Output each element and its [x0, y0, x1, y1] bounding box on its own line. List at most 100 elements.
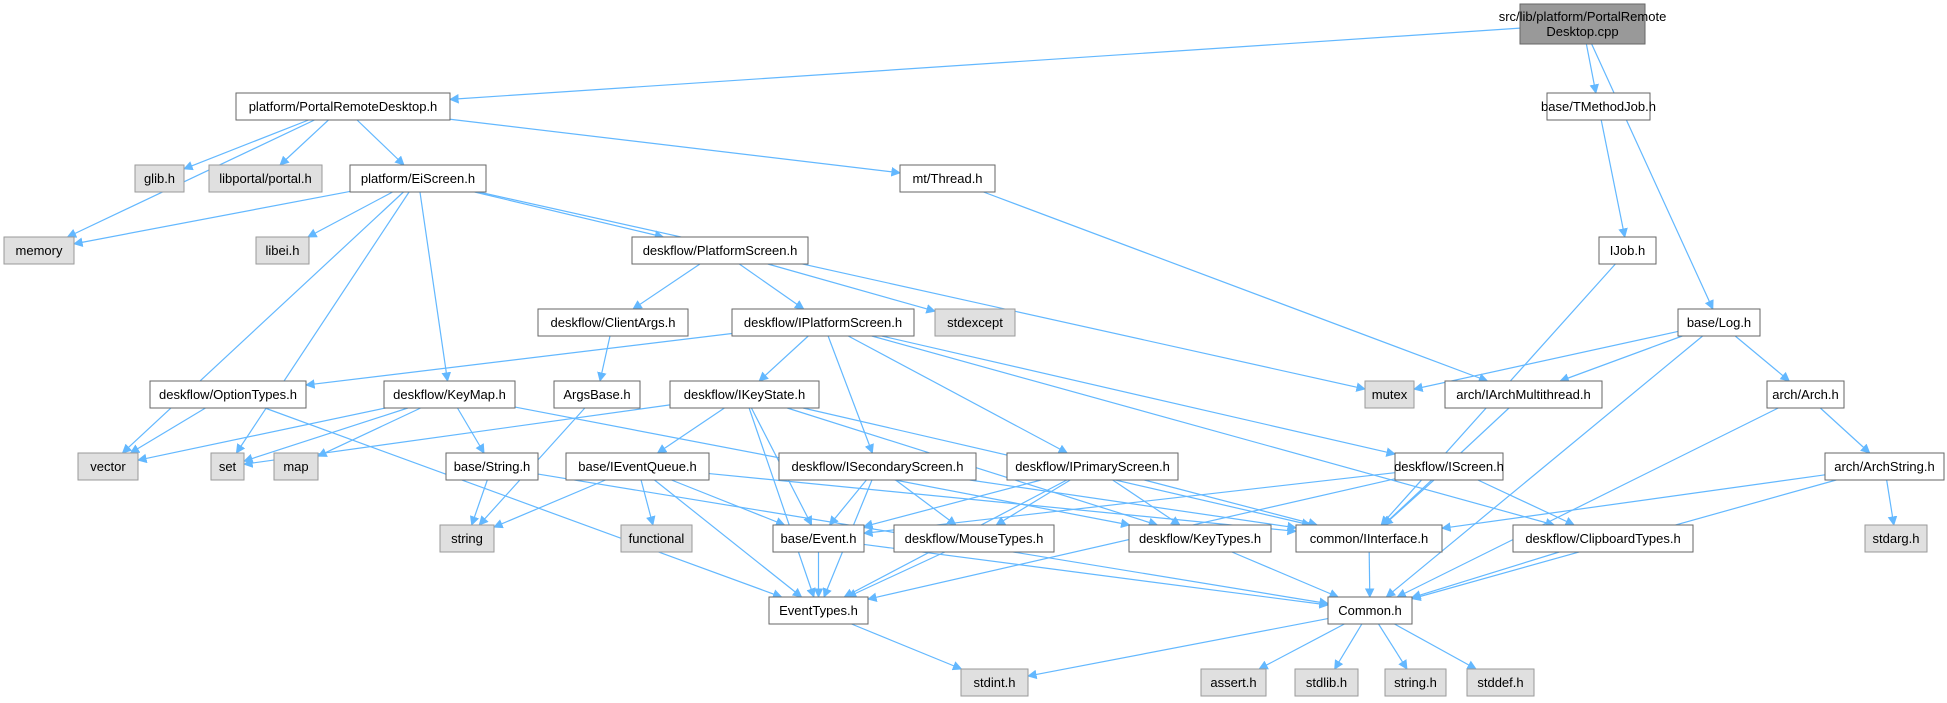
edge-prd-to-thread — [449, 118, 901, 177]
node-label: stdexcept — [947, 315, 1003, 330]
node-cliptypes[interactable]: deskflow/ClipboardTypes.h — [1512, 524, 1694, 553]
node-stdexcept[interactable]: stdexcept — [934, 308, 1016, 337]
node-libei[interactable]: libei.h — [255, 236, 310, 265]
edge-ieq-to-event — [671, 479, 786, 527]
edge-ipscreen-to-opttypes — [305, 332, 733, 389]
node-iprim[interactable]: deskflow/IPrimaryScreen.h — [1006, 452, 1179, 481]
node-ikeystate[interactable]: deskflow/IKeyState.h — [669, 380, 820, 409]
node-stdlib[interactable]: stdlib.h — [1294, 668, 1359, 697]
node-evtypes[interactable]: EventTypes.h — [768, 596, 869, 625]
node-arch[interactable]: arch/Arch.h — [1766, 380, 1845, 409]
node-mutex[interactable]: mutex — [1364, 380, 1415, 409]
node-label: map — [283, 459, 308, 474]
node-ijob[interactable]: IJob.h — [1598, 236, 1657, 265]
node-common[interactable]: Common.h — [1327, 596, 1413, 625]
node-portal[interactable]: libportal/portal.h — [208, 164, 323, 193]
node-box — [1766, 380, 1845, 409]
edge-thread-to-iamt — [983, 191, 1489, 383]
node-label: src/lib/platform/PortalRemote — [1499, 9, 1667, 24]
node-label: IJob.h — [1610, 243, 1645, 258]
edge-iscreen-to-cliptypes — [1477, 479, 1575, 526]
node-set[interactable]: set — [210, 452, 245, 481]
node-isec[interactable]: deskflow/ISecondaryScreen.h — [778, 452, 977, 481]
node-label: base/IEventQueue.h — [578, 459, 697, 474]
node-box — [208, 164, 323, 193]
node-label: string — [451, 531, 483, 546]
node-box — [1824, 452, 1945, 481]
node-stdint[interactable]: stdint.h — [960, 668, 1029, 697]
node-box — [1327, 596, 1413, 625]
node-cargs[interactable]: deskflow/ClientArgs.h — [537, 308, 689, 337]
node-layer: src/lib/platform/PortalRemoteDesktop.cpp… — [3, 3, 1945, 697]
edge-eis-to-libei — [307, 191, 393, 238]
edge-opttypes-to-evtypes — [264, 407, 783, 599]
edge-layer — [66, 27, 1898, 680]
node-box — [445, 452, 539, 481]
node-string[interactable]: string — [439, 524, 495, 553]
edge-ipscreen-to-iscreen — [881, 335, 1396, 457]
node-keytypes[interactable]: deskflow/KeyTypes.h — [1128, 524, 1272, 553]
node-event[interactable]: base/Event.h — [772, 524, 865, 553]
node-label: libportal/portal.h — [219, 171, 312, 186]
node-label: platform/EiScreen.h — [361, 171, 475, 186]
edge-keymap-to-vector — [137, 407, 386, 464]
node-box — [383, 380, 516, 409]
node-glib[interactable]: glib.h — [134, 164, 185, 193]
edge-iiface-to-common — [1364, 551, 1375, 598]
edge-arch-to-common — [1396, 407, 1779, 598]
node-box — [1364, 380, 1415, 409]
node-iamt[interactable]: arch/IArchMultithread.h — [1444, 380, 1603, 409]
node-box — [210, 452, 245, 481]
node-box — [77, 452, 139, 481]
node-pscreen[interactable]: deskflow/PlatformScreen.h — [631, 236, 809, 265]
node-box — [537, 308, 689, 337]
edge-iscreen-to-event — [863, 472, 1396, 538]
node-vector[interactable]: vector — [77, 452, 139, 481]
node-stdarg[interactable]: stdarg.h — [1864, 524, 1928, 553]
node-memory[interactable]: memory — [3, 236, 75, 265]
node-root[interactable]: src/lib/platform/PortalRemoteDesktop.cpp — [1499, 3, 1667, 45]
node-ieq[interactable]: base/IEventQueue.h — [565, 452, 710, 481]
node-iiface[interactable]: common/IInterface.h — [1295, 524, 1443, 553]
node-label: platform/PortalRemoteDesktop.h — [249, 99, 438, 114]
node-map[interactable]: map — [273, 452, 319, 481]
node-stringh[interactable]: string.h — [1384, 668, 1447, 697]
node-label: mutex — [1372, 387, 1408, 402]
node-eis[interactable]: platform/EiScreen.h — [349, 164, 487, 193]
node-box — [1394, 452, 1504, 481]
edge-root-to-tmj — [1585, 43, 1599, 94]
edge-cargs-to-argsbase — [597, 335, 611, 382]
node-box — [1384, 668, 1447, 697]
node-mousetypes[interactable]: deskflow/MouseTypes.h — [893, 524, 1055, 553]
node-assert[interactable]: assert.h — [1200, 668, 1267, 697]
node-label: deskflow/IPlatformScreen.h — [744, 315, 902, 330]
edge-log-to-arch — [1734, 335, 1791, 382]
node-archstr[interactable]: arch/ArchString.h — [1824, 452, 1945, 481]
node-functional[interactable]: functional — [620, 524, 693, 553]
node-label: arch/IArchMultithread.h — [1456, 387, 1590, 402]
node-bstring[interactable]: base/String.h — [445, 452, 539, 481]
node-log[interactable]: base/Log.h — [1677, 308, 1761, 337]
edge-ieq-to-functional — [640, 479, 656, 526]
node-box — [772, 524, 865, 553]
node-opttypes[interactable]: deskflow/OptionTypes.h — [149, 380, 307, 409]
edge-cliptypes-to-common — [1411, 551, 1560, 600]
node-box — [669, 380, 820, 409]
node-box — [768, 596, 869, 625]
node-iscreen[interactable]: deskflow/IScreen.h — [1394, 452, 1504, 481]
edge-keymap-to-set — [243, 407, 409, 464]
edge-arch-to-archstr — [1819, 407, 1871, 454]
node-ipscreen[interactable]: deskflow/IPlatformScreen.h — [731, 308, 915, 337]
node-stddef[interactable]: stddef.h — [1466, 668, 1535, 697]
node-box — [778, 452, 977, 481]
edge-log-to-iamt — [1559, 335, 1683, 383]
node-tmj[interactable]: base/TMethodJob.h — [1541, 92, 1656, 121]
edge-prd-to-portal — [279, 119, 329, 166]
edge-eis-to-keymap — [419, 191, 452, 382]
node-keymap[interactable]: deskflow/KeyMap.h — [383, 380, 516, 409]
node-argsbase[interactable]: ArgsBase.h — [553, 380, 641, 409]
node-thread[interactable]: mt/Thread.h — [899, 164, 996, 193]
node-prd[interactable]: platform/PortalRemoteDesktop.h — [235, 92, 451, 121]
edge-mousetypes-to-evtypes — [846, 551, 946, 598]
